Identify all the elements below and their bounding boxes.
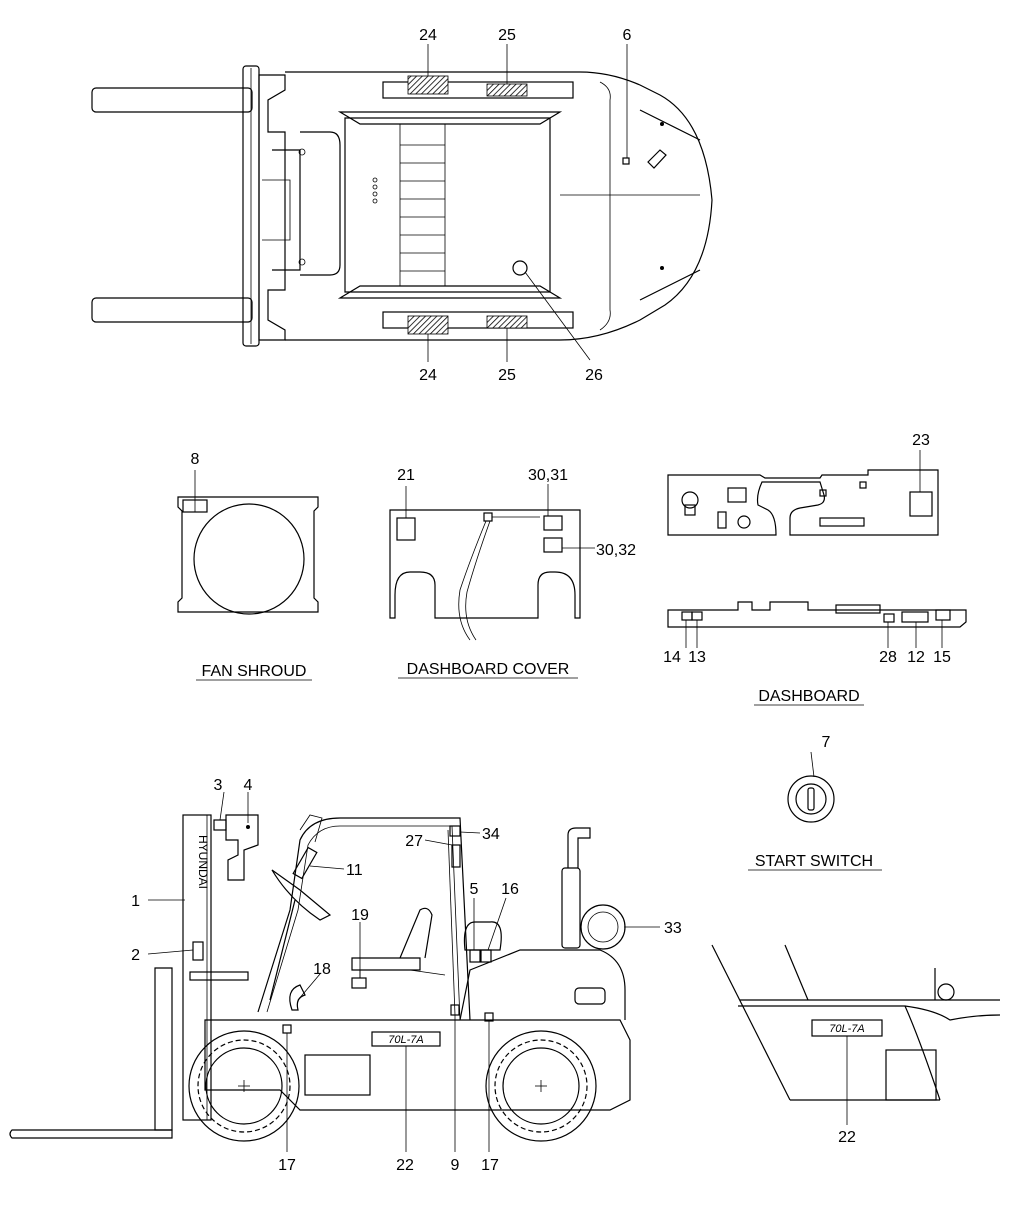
side-fork bbox=[9, 1129, 173, 1139]
top-view-forklift bbox=[91, 44, 713, 362]
top-vent-holes bbox=[372, 177, 378, 204]
decal-17-front bbox=[282, 1024, 292, 1034]
callout-30-32: 30,32 bbox=[596, 542, 636, 559]
decal-25-top bbox=[486, 83, 528, 97]
decal-33-tank bbox=[580, 904, 626, 950]
title-fan-shroud: FAN SHROUD bbox=[202, 663, 307, 680]
callout-24-top: 24 bbox=[419, 27, 437, 44]
dashboard-cover-drawing bbox=[389, 484, 595, 641]
callout-33: 33 bbox=[664, 920, 682, 937]
callout-16: 16 bbox=[501, 881, 519, 898]
decal-30-32 bbox=[543, 537, 563, 553]
title-dashboard: DASHBOARD bbox=[758, 688, 859, 705]
decal-21 bbox=[396, 517, 416, 541]
model-decal-detail-text: 70L-7A bbox=[829, 1023, 864, 1035]
callout-22-detail: 22 bbox=[838, 1129, 856, 1146]
callout-4: 4 bbox=[244, 777, 253, 794]
callout-15: 15 bbox=[933, 649, 951, 666]
callout-21: 21 bbox=[397, 467, 415, 484]
callout-12: 12 bbox=[907, 649, 925, 666]
decal-24-bottom bbox=[407, 315, 449, 335]
side-cab-frame bbox=[257, 817, 471, 1021]
mast-brand-label: HYUNDAI bbox=[196, 835, 210, 889]
callout-8: 8 bbox=[191, 451, 200, 468]
decal-34 bbox=[449, 825, 461, 837]
decal-30-31 bbox=[543, 515, 563, 531]
decal-11 bbox=[292, 846, 318, 880]
callout-19: 19 bbox=[351, 907, 369, 924]
callout-34: 34 bbox=[482, 826, 500, 843]
decal-5 bbox=[469, 949, 481, 963]
callout-30-31: 30,31 bbox=[528, 467, 568, 484]
rear-wheel bbox=[485, 1030, 597, 1142]
decal-14 bbox=[681, 611, 693, 621]
callout-27: 27 bbox=[405, 833, 423, 850]
callout-25-top: 25 bbox=[498, 27, 516, 44]
side-seat bbox=[351, 957, 421, 971]
callout-28: 28 bbox=[879, 649, 897, 666]
decal-23 bbox=[909, 491, 933, 517]
top-decal-26 bbox=[512, 260, 528, 276]
decal-19 bbox=[351, 977, 367, 989]
fan-shroud-drawing bbox=[177, 470, 319, 615]
callout-22-side: 22 bbox=[396, 1157, 414, 1174]
callout-17-front: 17 bbox=[278, 1157, 296, 1174]
decal-13 bbox=[691, 611, 703, 621]
decal-2 bbox=[192, 941, 204, 961]
callout-9: 9 bbox=[451, 1157, 460, 1174]
side-exhaust bbox=[561, 867, 581, 949]
decal-16 bbox=[480, 949, 492, 963]
callout-1: 1 bbox=[131, 893, 140, 910]
model-decal-text: 70L-7A bbox=[388, 1034, 423, 1046]
callout-3: 3 bbox=[214, 777, 223, 794]
callout-17-rear: 17 bbox=[481, 1157, 499, 1174]
callout-11: 11 bbox=[346, 862, 363, 879]
top-guard-slats bbox=[400, 144, 445, 272]
side-mast bbox=[182, 814, 212, 1121]
top-mast bbox=[258, 74, 286, 341]
top-body-outline bbox=[285, 71, 713, 341]
front-wheel bbox=[188, 1030, 300, 1142]
side-counterweight bbox=[459, 949, 626, 1021]
decal-4-mirror bbox=[225, 814, 259, 881]
callout-6: 6 bbox=[623, 27, 632, 44]
side-view-forklift: HYUNDAI bbox=[9, 791, 660, 1152]
callout-5: 5 bbox=[470, 881, 479, 898]
decal-24-top bbox=[407, 75, 449, 95]
dashboard-lower-drawing bbox=[667, 601, 967, 648]
side-body bbox=[204, 1019, 631, 1111]
decal-28 bbox=[883, 613, 895, 623]
callout-26: 26 bbox=[585, 367, 603, 384]
top-decal-6 bbox=[622, 157, 630, 165]
model-decal-detail: 70L-7A bbox=[711, 944, 1001, 1125]
callout-14: 14 bbox=[663, 649, 681, 666]
decal-25-bottom bbox=[486, 315, 528, 329]
start-switch-drawing bbox=[787, 751, 835, 823]
top-fork-lower bbox=[91, 297, 253, 323]
title-dashboard-cover: DASHBOARD COVER bbox=[407, 661, 570, 678]
title-start-switch: START SWITCH bbox=[755, 853, 873, 870]
callout-7: 7 bbox=[822, 734, 831, 751]
dashboard-upper-drawing bbox=[667, 450, 939, 536]
top-fork-upper bbox=[91, 87, 253, 113]
top-overhead-guard bbox=[344, 117, 551, 293]
decal-12 bbox=[901, 611, 929, 623]
callout-18: 18 bbox=[313, 961, 331, 978]
callout-13: 13 bbox=[688, 649, 706, 666]
callout-23: 23 bbox=[912, 432, 930, 449]
callout-24-bottom: 24 bbox=[419, 367, 437, 384]
decal-18 bbox=[289, 984, 306, 1011]
decal-15 bbox=[935, 609, 951, 621]
decal-27 bbox=[451, 844, 461, 868]
callout-2: 2 bbox=[131, 947, 140, 964]
decal-3 bbox=[213, 819, 227, 831]
callout-25-bottom: 25 bbox=[498, 367, 516, 384]
